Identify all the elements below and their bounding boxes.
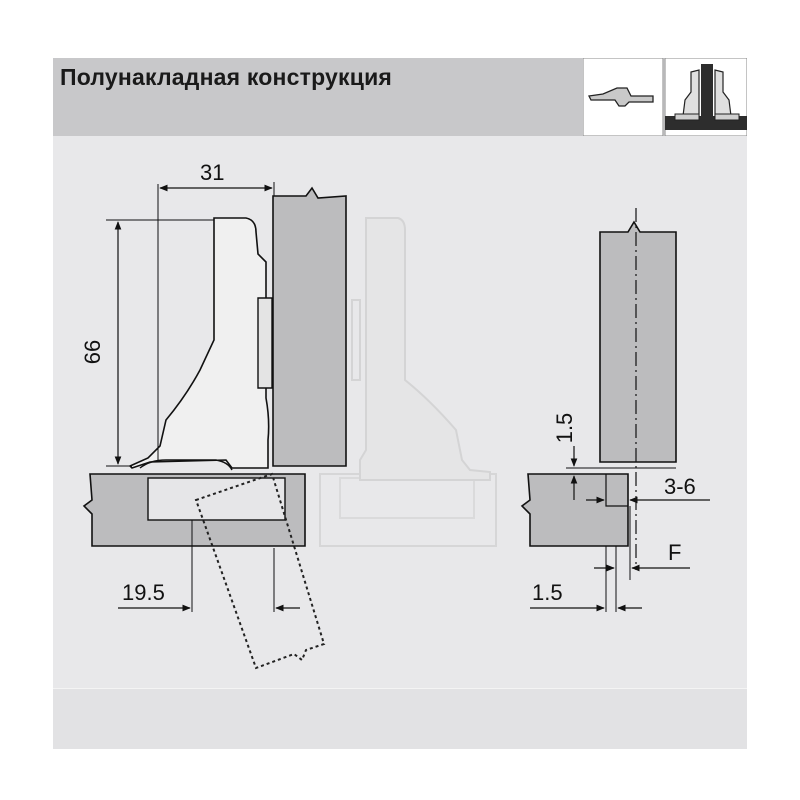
- thumbnail-icons: [583, 58, 747, 136]
- footer-band: [53, 688, 747, 749]
- hinge-profile-icon: [583, 58, 664, 136]
- ghost-hinge: [319, 217, 497, 547]
- label-19-5: 19.5: [122, 580, 165, 605]
- label-3-6: 3-6: [664, 474, 696, 499]
- label-1-5-bottom: 1.5: [532, 580, 563, 605]
- label-1-5-vertical: 1.5: [552, 413, 577, 444]
- header-bar: [53, 58, 583, 136]
- dimension-height: [106, 219, 214, 467]
- dimension-offset: [118, 520, 300, 612]
- cabinet-board: [82, 473, 306, 547]
- hinge-body: [128, 217, 273, 471]
- side-panel: [272, 186, 347, 467]
- label-31: 31: [200, 160, 224, 185]
- label-f: F: [668, 540, 681, 565]
- half-overlay-section-icon: [664, 58, 747, 136]
- door-open-outline: [194, 472, 326, 670]
- label-66: 66: [80, 340, 105, 364]
- section-view: [520, 208, 710, 612]
- page-title: Полунакладная конструкция: [60, 64, 393, 90]
- dimension-width: [157, 182, 275, 462]
